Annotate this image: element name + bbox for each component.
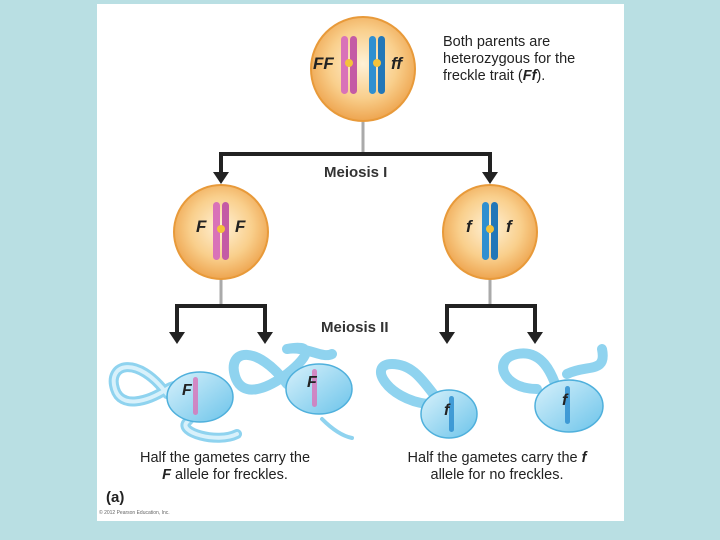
gamete-3-allele: f (444, 402, 450, 419)
gamete-4-allele: f (562, 392, 568, 409)
parent-left-allele: FF (313, 54, 334, 73)
blue-chromosome-icon (482, 202, 498, 260)
parent-right-allele: ff (391, 54, 403, 73)
gamete-2-allele: F (307, 374, 317, 391)
diagram-panel: FF ff F F f f F F f f Both parents are h… (97, 4, 624, 521)
parents-caption: Both parents are heterozygous for the fr… (443, 34, 576, 84)
copyright-text: © 2012 Pearson Education, Inc. (99, 510, 170, 516)
flow-arrows (175, 122, 537, 334)
daughter-right-allele-a: f (466, 217, 472, 236)
pink-chromosome-pair-icon (341, 36, 357, 94)
pink-chromosome-icon (213, 202, 229, 260)
gamete-1-allele: F (182, 382, 192, 399)
gametes-right-caption: Half the gametes carry the f allele for … (407, 450, 587, 483)
gamete-3-icon (376, 358, 478, 439)
blue-chromosome-pair-icon (369, 36, 385, 94)
daughter-left-allele-a: F (196, 217, 207, 236)
daughter-cell-right (442, 184, 538, 280)
gamete-2-icon (228, 342, 354, 440)
arrow-heads (169, 172, 543, 344)
gamete-4-icon (498, 344, 608, 433)
gametes-left-caption: Half the gametes carry the F allele for … (139, 450, 311, 483)
meiosis-1-label: Meiosis I (324, 164, 388, 181)
parent-cell (310, 16, 416, 122)
gamete-1-icon (108, 362, 242, 443)
panel-label: (a) (106, 489, 125, 506)
meiosis-diagram (108, 16, 608, 443)
meiosis-2-label: Meiosis II (321, 319, 389, 336)
daughter-cell-left (173, 184, 269, 280)
daughter-left-allele-b: F (235, 217, 246, 236)
daughter-right-allele-b: f (506, 217, 512, 236)
